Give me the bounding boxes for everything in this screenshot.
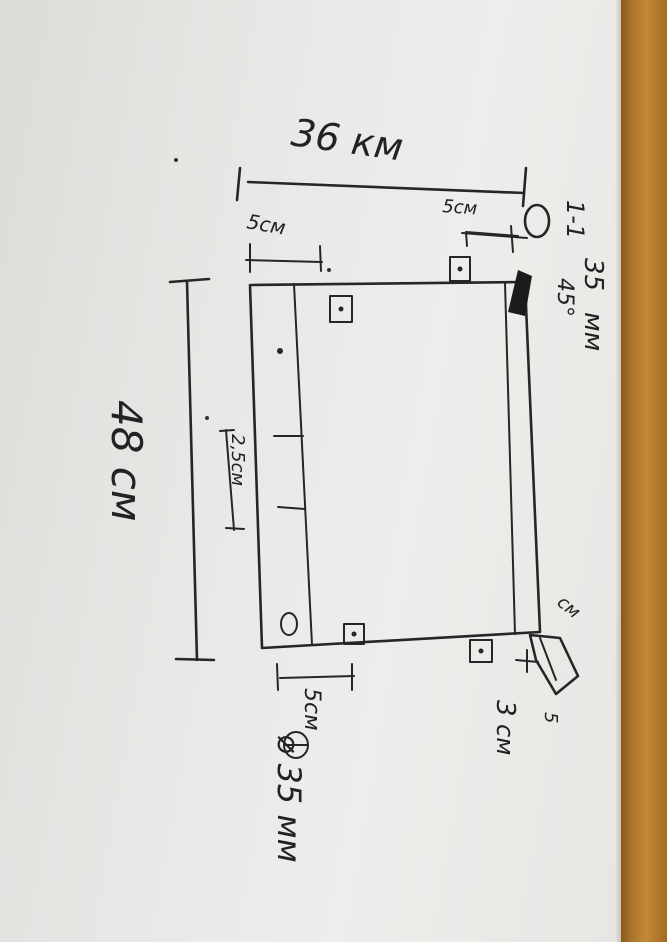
dim-5a-right-tick: [319, 245, 322, 272]
right-strip: [504, 282, 516, 635]
section-circle: [523, 203, 551, 239]
width-total-label: 36 км: [289, 110, 406, 169]
spacing-label: 2,5см: [227, 434, 248, 486]
height-dimension-bottom-tick: [174, 657, 216, 662]
dim-5b-left-tick: [465, 231, 468, 247]
profile-top-label: 35: [578, 258, 608, 291]
bracket-1: [449, 256, 471, 282]
corner-detail-inner: [539, 637, 557, 681]
dim-5a-label: 5см: [245, 209, 287, 239]
bottom-dim-label: 3: [490, 700, 520, 717]
section-line: [461, 232, 528, 239]
height-dimension-top-tick: [168, 277, 211, 284]
strip-tick-2: [277, 506, 306, 510]
stray-dot-1: [174, 158, 178, 162]
profile-angle-label: 45°: [552, 278, 577, 317]
dim-5c-label: 5см: [299, 688, 324, 731]
width-dimension-right-tick: [521, 166, 528, 208]
profile-mark: [508, 270, 532, 316]
paper-edge: [615, 0, 623, 942]
bracket-3: [343, 623, 365, 645]
section-tick: [510, 225, 514, 253]
bottom-dim-sup-label: 5: [540, 712, 561, 723]
corner-detail: [528, 633, 580, 696]
spacing-dimension-bottom-tick: [225, 527, 245, 530]
stray-dot-3: [327, 268, 331, 272]
width-dimension-line: [246, 180, 526, 195]
stray-dot-2: [205, 416, 209, 420]
dim-5b-line: [465, 231, 519, 237]
frame-outline: [248, 280, 542, 650]
dim-5c-left-tick: [276, 663, 279, 691]
bottom-dim-unit-label: см: [491, 724, 519, 755]
strip-circle: [280, 612, 298, 636]
spacing-dimension-top-tick: [219, 429, 235, 432]
strip-dot: [277, 348, 283, 354]
width-dimension-left-tick: [235, 166, 242, 202]
bracket-2: [329, 295, 353, 323]
corner-label: см: [553, 592, 584, 623]
height-dimension-line: [185, 280, 199, 662]
left-strip: [293, 283, 313, 646]
spacing-dimension-line: [225, 429, 235, 531]
wooden-surface: [621, 0, 667, 942]
dim-5b-label: 5см: [442, 196, 478, 219]
profile-mid-label: мм: [578, 312, 608, 351]
diameter-label: ⌀ 35 мм: [270, 734, 308, 863]
section-label: 1-1: [561, 200, 589, 239]
bracket-4: [469, 639, 493, 663]
height-total-label: 48 см: [102, 400, 151, 522]
dim-5a-line: [245, 259, 323, 263]
dim-5c-line: [279, 675, 355, 679]
